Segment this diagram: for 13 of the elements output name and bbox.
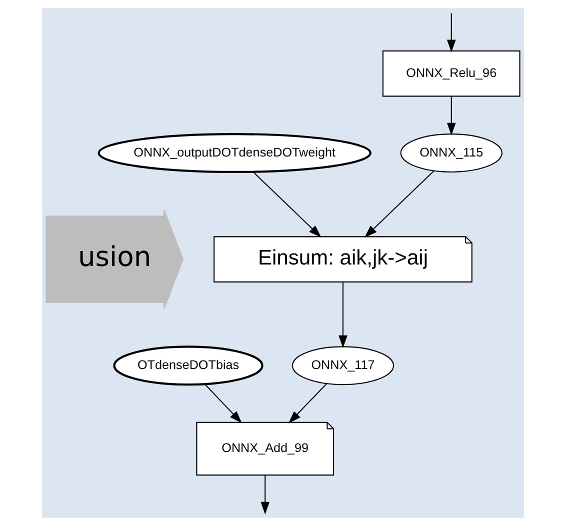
arrow (204, 384, 242, 424)
node-ellipse: OTdenseDOTbias (112, 346, 263, 386)
node-ellipse: ONNX_outputDOTdenseDOTweight (97, 133, 371, 174)
arrow (446, 96, 456, 136)
node-box: ONNX_Relu_96 (382, 50, 520, 97)
node-ellipse: ONNX_117 (291, 346, 394, 386)
arrow (288, 383, 326, 424)
arrow (338, 282, 347, 348)
arrow (260, 475, 270, 514)
arrow (446, 13, 456, 52)
node-ellipse: ONNX_115 (400, 134, 502, 172)
arrow (252, 172, 321, 238)
arrow (364, 170, 434, 238)
